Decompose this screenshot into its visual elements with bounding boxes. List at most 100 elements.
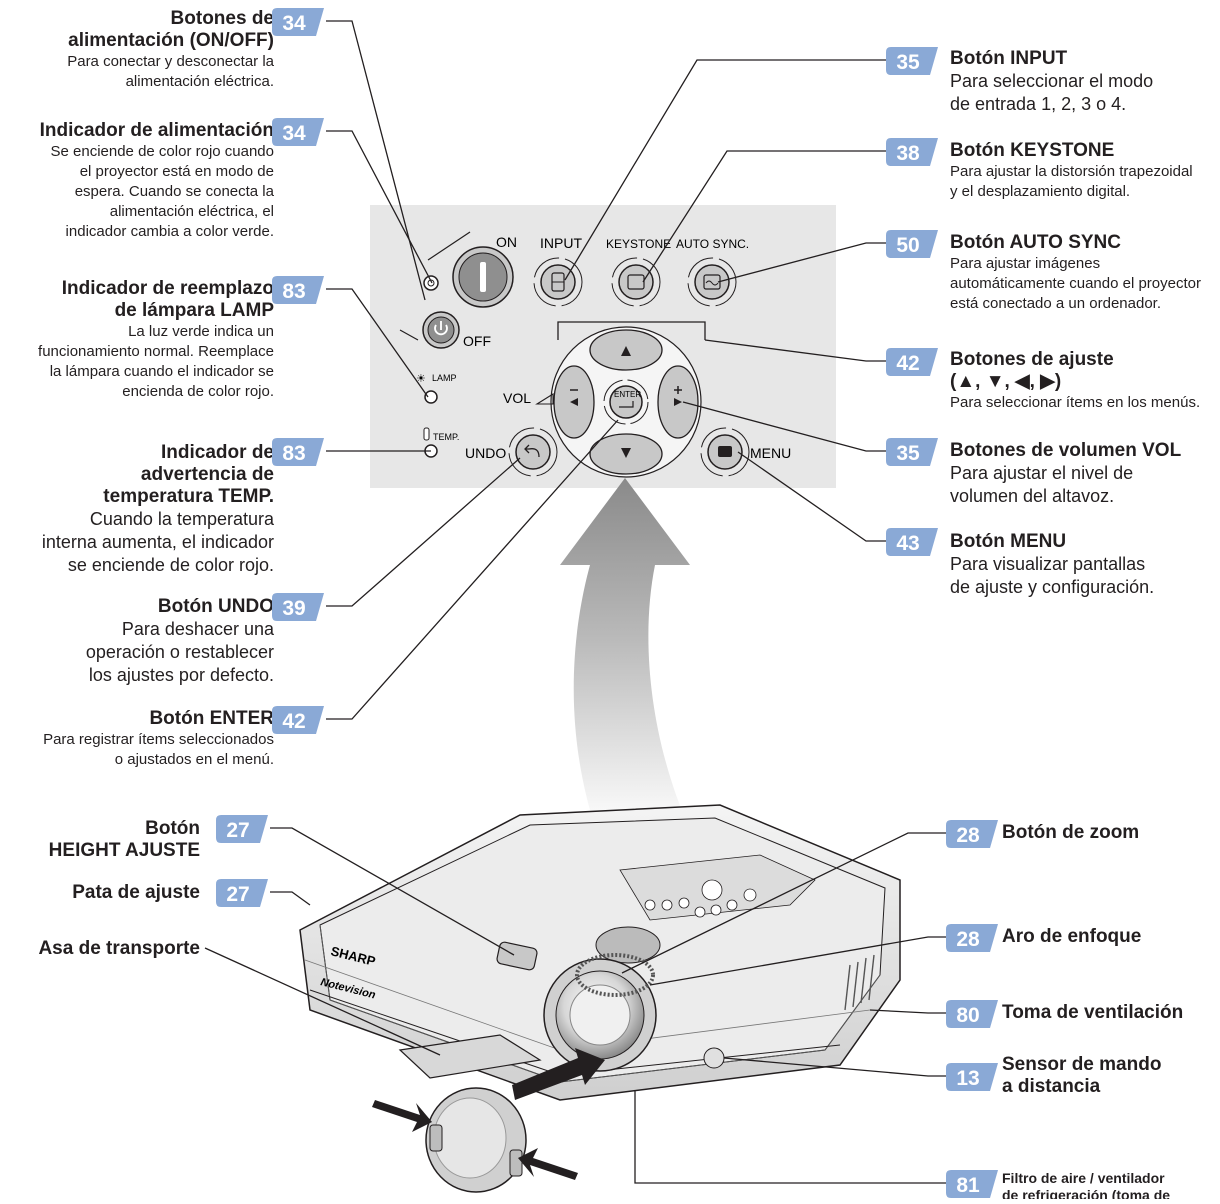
- svg-text:38: 38: [896, 142, 920, 165]
- callout-title: Botón AUTO SYNC: [950, 232, 1216, 254]
- page-badge: 28: [946, 924, 998, 952]
- page-badge: 34: [272, 8, 324, 36]
- keystone-button: [619, 265, 653, 299]
- callout-title: Botón de zoom: [1002, 822, 1217, 844]
- page-badge: 28: [946, 820, 998, 848]
- callout-title: Pata de ajuste: [0, 882, 200, 904]
- svg-text:27: 27: [226, 883, 249, 906]
- enter-label: ENTER: [614, 390, 641, 399]
- callout-title: Botón MENU: [950, 531, 1216, 553]
- page-badge: 83: [272, 276, 324, 304]
- page-badge: 27: [216, 815, 268, 843]
- callout-adjust-foot: Pata de ajuste: [0, 882, 200, 904]
- svg-text:42: 42: [896, 352, 919, 375]
- page-badge: 80: [946, 1000, 998, 1028]
- callout-vent: Toma de ventilación: [1002, 1002, 1217, 1024]
- svg-text:34: 34: [282, 122, 306, 145]
- callout-zoom: Botón de zoom: [1002, 822, 1217, 844]
- page-badge: 83: [272, 438, 324, 466]
- callout-title: Aro de enfoque: [1002, 926, 1217, 948]
- page-badge: 38: [886, 138, 938, 166]
- page-badge: 50: [886, 230, 938, 258]
- input-label: INPUT: [540, 235, 582, 251]
- page-badge: 27: [216, 879, 268, 907]
- callout-title: Botón KEYSTONE: [950, 140, 1216, 162]
- callout-enter: Botón ENTER Para registrar ítems selecci…: [0, 708, 274, 770]
- callout-title: Asa de transporte: [0, 938, 200, 960]
- svg-text:27: 27: [226, 819, 249, 842]
- page-badge: 34: [272, 118, 324, 146]
- svg-text:28: 28: [956, 824, 980, 847]
- svg-text:80: 80: [956, 1004, 979, 1027]
- undo-label: UNDO: [465, 445, 506, 461]
- svg-text:35: 35: [896, 442, 920, 465]
- transition-arrow: [560, 478, 690, 830]
- callout-title: Botón INPUT: [950, 48, 1216, 70]
- svg-text:39: 39: [282, 597, 305, 620]
- page-badge: 13: [946, 1063, 998, 1091]
- autosync-button: [695, 265, 729, 299]
- page-badge: 81: [946, 1170, 998, 1198]
- remote-sensor: [704, 1048, 724, 1068]
- svg-text:35: 35: [896, 51, 920, 74]
- svg-text:28: 28: [956, 928, 980, 951]
- callout-carry-handle: Asa de transporte: [0, 938, 200, 960]
- vol-label: VOL: [503, 390, 531, 406]
- off-label: OFF: [463, 333, 491, 349]
- callout-desc: Para seleccionar ítems en los menús.: [950, 393, 1216, 413]
- svg-text:50: 50: [896, 234, 919, 257]
- svg-text:34: 34: [282, 12, 306, 35]
- svg-text:83: 83: [282, 442, 305, 465]
- page-badge: 35: [886, 47, 938, 75]
- menu-label: MENU: [750, 445, 791, 461]
- callout-title: Botones de ajuste(▲, ▼, ◀, ▶): [950, 349, 1216, 393]
- svg-text:83: 83: [282, 280, 305, 303]
- callout-input: Botón INPUT Para seleccionar el modode e…: [950, 48, 1216, 116]
- page-badge: 42: [886, 348, 938, 376]
- direction-pad: ENTER: [551, 327, 701, 477]
- page-badge: 43: [886, 528, 938, 556]
- keystone-label: KEYSTONE: [606, 237, 671, 251]
- callout-title: Botón UNDO: [0, 596, 274, 618]
- callout-focus: Aro de enfoque: [1002, 926, 1217, 948]
- svg-text:13: 13: [956, 1067, 979, 1090]
- svg-text:81: 81: [956, 1174, 980, 1197]
- temp-label: TEMP.: [433, 432, 459, 442]
- page-badge: 42: [272, 706, 324, 734]
- callout-title: Indicador de reemplazode lámpara LAMP: [0, 278, 274, 322]
- projector-illustration: SHARP Notevision: [300, 805, 900, 1192]
- page-badge: 35: [886, 438, 938, 466]
- on-label: ON: [496, 234, 517, 250]
- lamp-label: LAMP: [432, 373, 457, 383]
- callout-title: Toma de ventilación: [1002, 1002, 1217, 1024]
- callout-power-indicator: Indicador de alimentación Se enciende de…: [0, 120, 274, 242]
- callout-undo: Botón UNDO Para deshacer unaoperación o …: [0, 596, 274, 687]
- callout-autosync: Botón AUTO SYNC Para ajustar imágenesaut…: [950, 232, 1216, 314]
- callout-title: Botones de volumen VOL: [950, 440, 1216, 462]
- callout-volume: Botones de volumen VOL Para ajustar el n…: [950, 440, 1216, 508]
- page-badge: 39: [272, 593, 324, 621]
